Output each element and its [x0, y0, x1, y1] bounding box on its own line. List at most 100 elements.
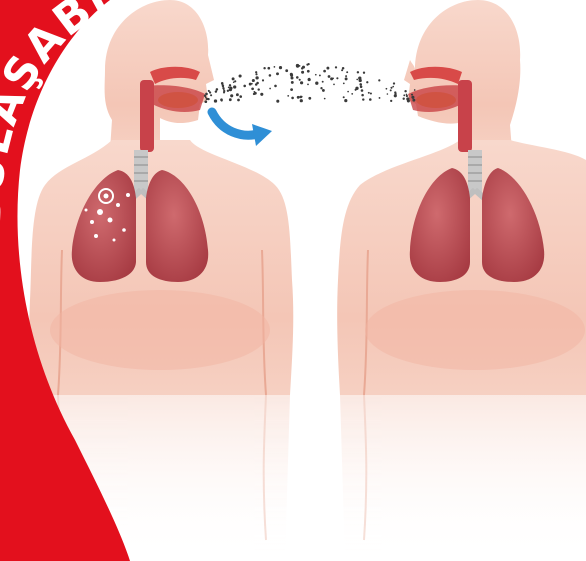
droplet	[216, 88, 219, 91]
droplet	[320, 87, 322, 89]
droplet	[251, 87, 254, 90]
droplet	[345, 77, 348, 80]
droplet	[234, 80, 236, 82]
droplet	[296, 76, 299, 79]
droplet	[366, 81, 368, 83]
droplet	[256, 82, 259, 85]
droplet	[301, 67, 303, 69]
droplet	[357, 71, 359, 73]
droplet	[229, 84, 231, 86]
droplet	[299, 79, 301, 81]
droplet	[285, 69, 288, 72]
droplet	[361, 94, 364, 97]
droplet	[290, 88, 293, 91]
droplet	[207, 98, 209, 100]
droplet	[306, 63, 308, 65]
droplet	[346, 71, 348, 73]
droplet	[343, 96, 345, 98]
droplet	[254, 92, 257, 95]
droplet	[276, 100, 279, 103]
droplet	[332, 78, 334, 80]
droplet	[360, 86, 363, 89]
droplet	[379, 97, 381, 99]
droplet	[237, 99, 240, 102]
droplet	[370, 92, 372, 94]
droplet	[290, 74, 293, 77]
droplet	[239, 95, 242, 98]
droplet	[404, 90, 406, 92]
droplet	[368, 92, 370, 94]
droplet	[258, 88, 260, 90]
droplet	[262, 79, 264, 81]
droplet	[343, 83, 345, 85]
droplet	[308, 97, 311, 100]
droplet	[390, 87, 392, 89]
droplet	[228, 87, 230, 89]
droplet	[301, 71, 304, 74]
droplet	[336, 77, 338, 79]
droplet	[341, 69, 343, 71]
droplet	[392, 86, 394, 88]
droplet	[345, 75, 347, 77]
droplet	[233, 85, 236, 88]
droplet	[359, 79, 362, 82]
droplet	[214, 99, 217, 102]
droplet	[412, 97, 414, 99]
droplet	[363, 72, 365, 74]
droplet	[260, 93, 263, 96]
droplet	[297, 96, 300, 99]
droplet	[230, 94, 233, 97]
droplet	[324, 98, 326, 100]
droplet	[390, 100, 392, 102]
droplet	[328, 75, 331, 78]
droplet	[344, 99, 347, 102]
droplet	[287, 95, 289, 97]
droplet	[406, 95, 408, 97]
droplet	[315, 82, 318, 85]
droplet	[394, 94, 397, 97]
droplet	[386, 88, 388, 90]
droplet	[390, 89, 392, 91]
droplet	[291, 81, 294, 84]
droplet	[291, 97, 294, 100]
right-pharynx	[458, 80, 472, 152]
droplet	[229, 87, 232, 90]
droplet	[378, 79, 380, 81]
droplet	[322, 89, 325, 92]
droplet	[308, 78, 311, 81]
droplet	[269, 88, 271, 90]
droplet	[393, 82, 395, 84]
left-pharynx	[140, 80, 154, 152]
droplet	[255, 73, 257, 75]
droplet	[276, 72, 279, 75]
droplet	[319, 74, 321, 76]
droplet	[326, 67, 329, 70]
droplet	[208, 90, 210, 92]
droplet	[232, 77, 235, 80]
droplet	[221, 100, 223, 102]
droplet	[229, 98, 232, 101]
droplet	[300, 99, 303, 102]
left-person	[29, 0, 293, 395]
droplet	[205, 96, 207, 98]
droplet	[252, 80, 254, 82]
droplet	[335, 66, 337, 68]
droplet	[342, 67, 345, 70]
droplet	[224, 91, 226, 93]
droplet	[210, 94, 212, 96]
droplet	[274, 66, 276, 68]
droplet	[361, 89, 364, 92]
droplet	[403, 98, 405, 100]
droplet	[251, 83, 253, 85]
droplet	[290, 76, 293, 79]
droplet	[300, 81, 303, 84]
droplet	[411, 94, 413, 96]
droplet	[227, 90, 229, 92]
transmission-arrow-icon	[212, 112, 272, 146]
droplet	[307, 84, 309, 86]
droplet	[333, 84, 335, 86]
droplet	[403, 94, 405, 96]
droplet	[301, 96, 303, 98]
droplet	[255, 76, 258, 79]
